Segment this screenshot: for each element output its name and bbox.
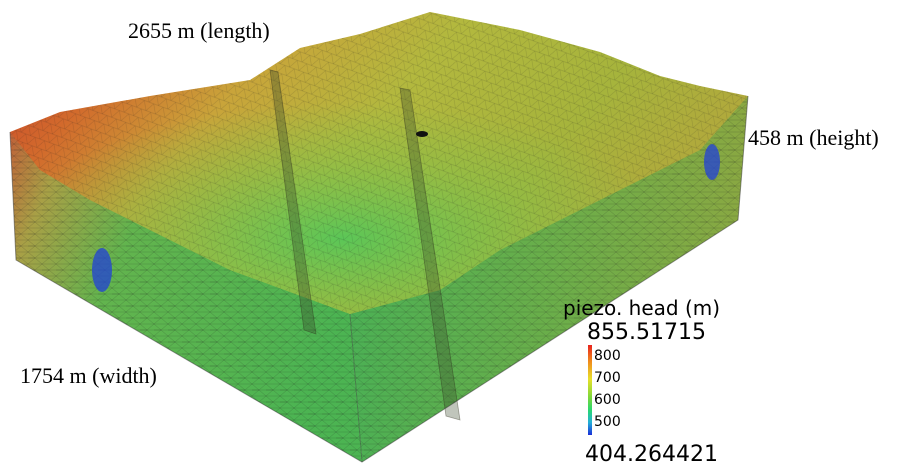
low-head-spot	[704, 144, 720, 180]
fault-plane	[399, 87, 461, 421]
legend-tick: 500	[594, 414, 621, 430]
color-legend: piezo. head (m) 855.51715 800 700 600 50…	[560, 296, 790, 471]
legend-tick: 600	[594, 392, 621, 408]
legend-min-value: 404.264421	[585, 442, 718, 467]
well-marker	[416, 131, 428, 137]
legend-title: piezo. head (m)	[563, 296, 721, 320]
legend-max-value: 855.51715	[587, 320, 706, 345]
length-label: 2655 m (length)	[128, 18, 270, 43]
width-label: 1754 m (width)	[20, 363, 157, 388]
low-head-spot	[92, 248, 112, 292]
height-label: 458 m (height)	[748, 125, 879, 150]
legend-tick: 800	[594, 348, 621, 364]
legend-tick: 700	[594, 370, 621, 386]
fault-plane	[269, 69, 317, 335]
colorbar	[588, 345, 592, 435]
